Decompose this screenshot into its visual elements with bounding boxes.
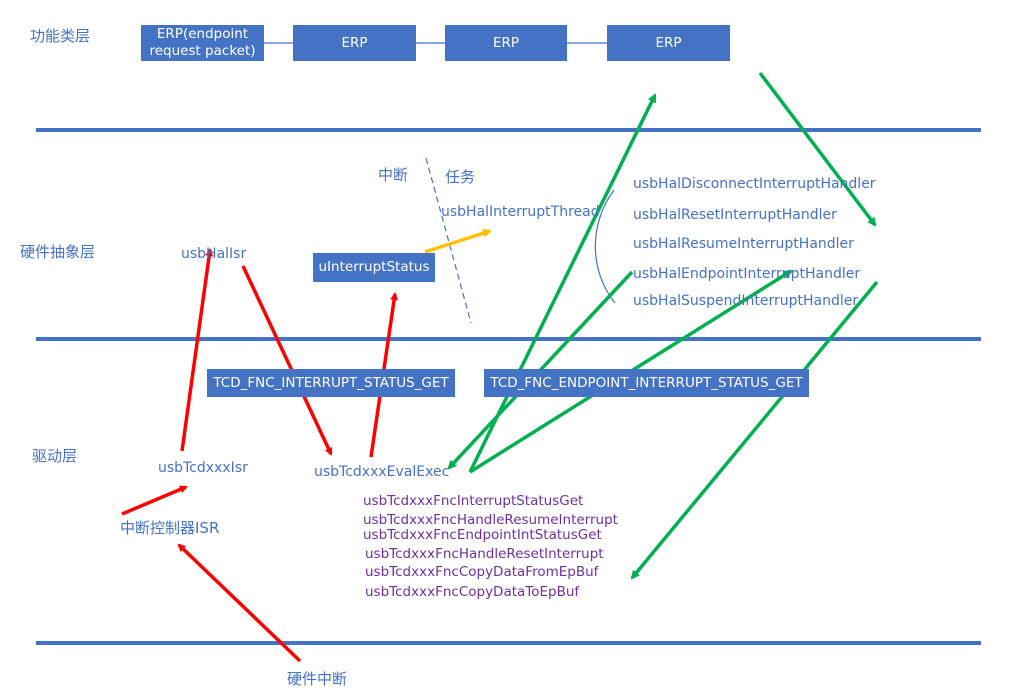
task-label: 任务 [445, 168, 476, 186]
hal-handler: usbHalSuspendInterruptHandler [633, 293, 859, 309]
arrow-tcdisr-to-halisr [180, 248, 214, 452]
layer-label-hal: 硬件抽象层 [20, 243, 96, 261]
interrupt-label: 中断 [378, 166, 409, 184]
arrow-halisr-to-evalexec [241, 265, 333, 456]
erp-box-label: ERP [492, 34, 520, 51]
hal-handler: usbHalResumeInterruptHandler [633, 236, 854, 252]
erp-box-first: ERP(endpoint request packet) [141, 25, 264, 61]
hardware-interrupt-label: 硬件中断 [287, 670, 348, 688]
hal-handler: usbHalEndpointInterruptHandler [633, 266, 861, 282]
tcd-function: usbTcdxxxFncEndpointIntStatusGet [363, 527, 602, 543]
tcd-fnc-box: TCD_FNC_ENDPOINT_INTERRUPT_STATUS_GET [484, 369, 809, 397]
erp-box: ERP [445, 25, 567, 61]
hal-interrupt-thread: usbHalInterruptThread [441, 204, 600, 220]
erp-box-first-label: ERP(endpoint request packet) [149, 26, 256, 59]
tcd-fnc-box-label: TCD_FNC_ENDPOINT_INTERRUPT_STATUS_GET [490, 374, 803, 391]
arrow-status-to-thread [424, 228, 492, 254]
interrupt-status-label: uInterruptStatus [318, 259, 430, 276]
erp-box-label: ERP [341, 34, 368, 51]
erp-box-label: ERP [655, 34, 682, 51]
interrupt-controller-isr: 中断控制器ISR [120, 519, 220, 537]
tcd-function: usbTcdxxxFncHandleResetInterrupt [365, 546, 604, 562]
interrupt-status-box: uInterruptStatus [313, 253, 435, 282]
interrupt-task-divider [425, 157, 472, 324]
tcd-function: usbTcdxxxFncCopyDataToEpBuf [365, 584, 580, 600]
tcd-function: usbTcdxxxFncCopyDataFromEpBuf [365, 564, 599, 580]
arrow-hw-to-controller [177, 543, 302, 663]
tcd-eval-exec: usbTcdxxxEvalExec [314, 464, 450, 480]
tcd-isr: usbTcdxxxIsr [158, 460, 248, 476]
hal-handler: usbHalResetInterruptHandler [633, 207, 837, 223]
handler-bracket [594, 189, 616, 304]
layer-label-functional: 功能类层 [30, 27, 91, 45]
arrow-controller-to-isr [121, 485, 188, 516]
erp-box: ERP [607, 25, 730, 61]
tcd-function: usbTcdxxxFncInterruptStatusGet [363, 493, 584, 509]
hal-handler: usbHalDisconnectInterruptHandler [633, 176, 876, 192]
arrow-evalexec-to-erp [468, 93, 657, 473]
arrow-erp-to-handlers [758, 71, 877, 227]
layer-label-driver: 驱动层 [32, 447, 78, 465]
tcd-fnc-box: TCD_FNC_INTERRUPT_STATUS_GET [207, 369, 455, 397]
arrow-handlers-to-fncs [630, 280, 879, 580]
erp-box: ERP [293, 25, 416, 61]
tcd-function: usbTcdxxxFncHandleResumeInterrupt [363, 512, 618, 528]
hal-isr: usbHalIsr [181, 246, 247, 262]
tcd-fnc-box-label: TCD_FNC_INTERRUPT_STATUS_GET [213, 374, 449, 391]
